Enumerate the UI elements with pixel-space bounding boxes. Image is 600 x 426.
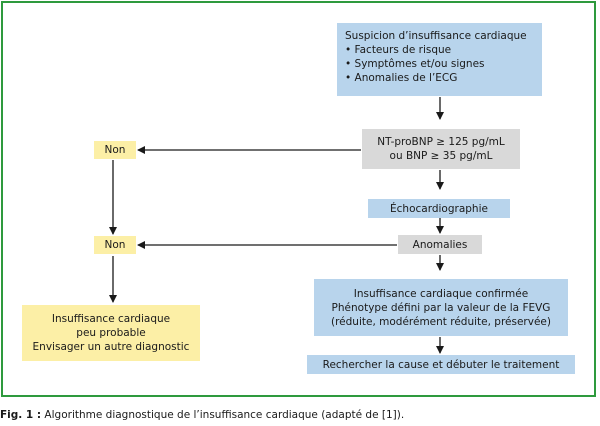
biomarker-line-ntprobnp: NT-proBNP ≥ 125 pg/mL — [377, 136, 505, 148]
unlikely-line-2: peu probable — [76, 327, 146, 339]
echocardiography-label: Échocardiographie — [390, 202, 488, 215]
caption-label: Fig. 1 : — [0, 409, 42, 421]
biomarker-box: NT-proBNP ≥ 125 pg/mL ou BNP ≥ 35 pg/mL — [362, 129, 520, 169]
treatment-box: Rechercher la cause et débuter le traite… — [307, 355, 575, 374]
anomalies-label: Anomalies — [412, 238, 468, 251]
diagram-frame — [1, 1, 596, 397]
unlikely-line-3: Envisager un autre diagnostic — [32, 341, 190, 353]
confirmed-line-3: (réduite, modérément réduite, préservée) — [331, 315, 551, 328]
suspicion-title: Suspicion d’insuffisance cardiaque — [345, 30, 527, 42]
no-box-1: Non — [94, 141, 136, 159]
confirmed-line-2: Phénotype défini par la valeur de la FEV… — [331, 301, 551, 314]
suspicion-item-risk-factors: Facteurs de risque — [345, 43, 534, 57]
figure-caption: Fig. 1 : Algorithme diagnostique de l’in… — [0, 409, 404, 421]
echocardiography-box: Échocardiographie — [368, 199, 510, 218]
confirmed-line-1: Insuffisance cardiaque confirmée — [353, 287, 529, 300]
treatment-label: Rechercher la cause et débuter le traite… — [322, 358, 560, 371]
unlikely-box: Insuffisance cardiaque peu probable Envi… — [22, 305, 200, 361]
no-label-1: Non — [104, 144, 126, 156]
suspicion-item-symptoms: Symptômes et/ou signes — [345, 57, 534, 71]
no-label-2: Non — [104, 239, 126, 251]
no-box-2: Non — [94, 236, 136, 254]
unlikely-line-1: Insuffisance cardiaque — [51, 313, 171, 325]
anomalies-box: Anomalies — [398, 235, 482, 254]
suspicion-item-ecg: Anomalies de l’ECG — [345, 71, 534, 85]
suspicion-box: Suspicion d’insuffisance cardiaque Facte… — [337, 23, 542, 96]
biomarker-line-bnp: ou BNP ≥ 35 pg/mL — [389, 150, 493, 162]
caption-text: Algorithme diagnostique de l’insuffisanc… — [41, 409, 405, 421]
confirmed-box: Insuffisance cardiaque confirmée Phénoty… — [314, 279, 568, 336]
